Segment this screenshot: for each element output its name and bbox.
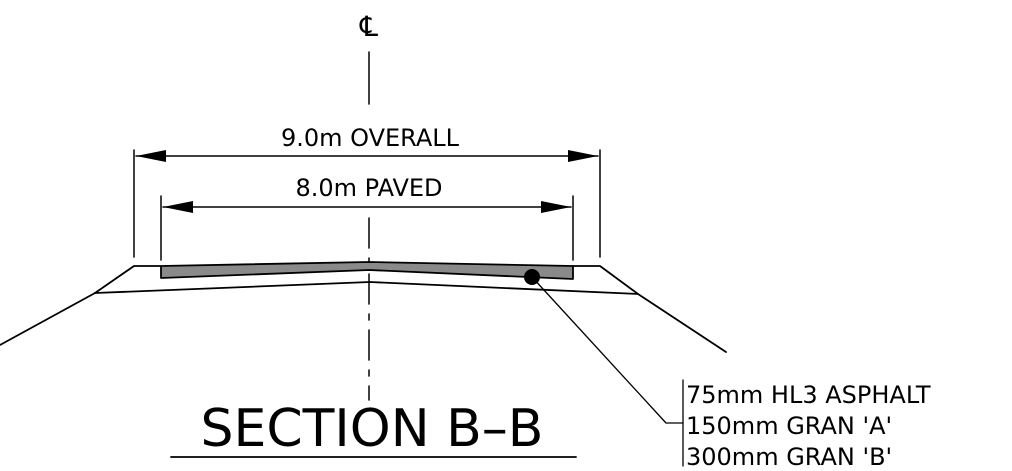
shoulder-left [94, 265, 162, 294]
overall-dimension-label: 9.0m OVERALL [281, 124, 460, 152]
shoulder-right [572, 265, 639, 295]
paved-dimension-label: 8.0m PAVED [295, 174, 442, 202]
leader-line [531, 276, 684, 424]
layer-gran-b-label: 300mm GRAN 'B' [686, 443, 892, 471]
section-title: SECTION B–B [201, 399, 544, 459]
layer-asphalt-label: 75mm HL3 ASPHALT [686, 381, 931, 409]
asphalt-layer [160, 261, 574, 280]
overall-arrow-right [568, 150, 598, 162]
paved-arrow-left [163, 201, 193, 213]
layer-gran-a-label: 150mm GRAN 'A' [686, 412, 892, 440]
centerline-symbol: ℄ [359, 10, 378, 43]
granular-base-line [0, 281, 727, 353]
overall-arrow-left [136, 150, 166, 162]
paved-arrow-right [541, 201, 571, 213]
